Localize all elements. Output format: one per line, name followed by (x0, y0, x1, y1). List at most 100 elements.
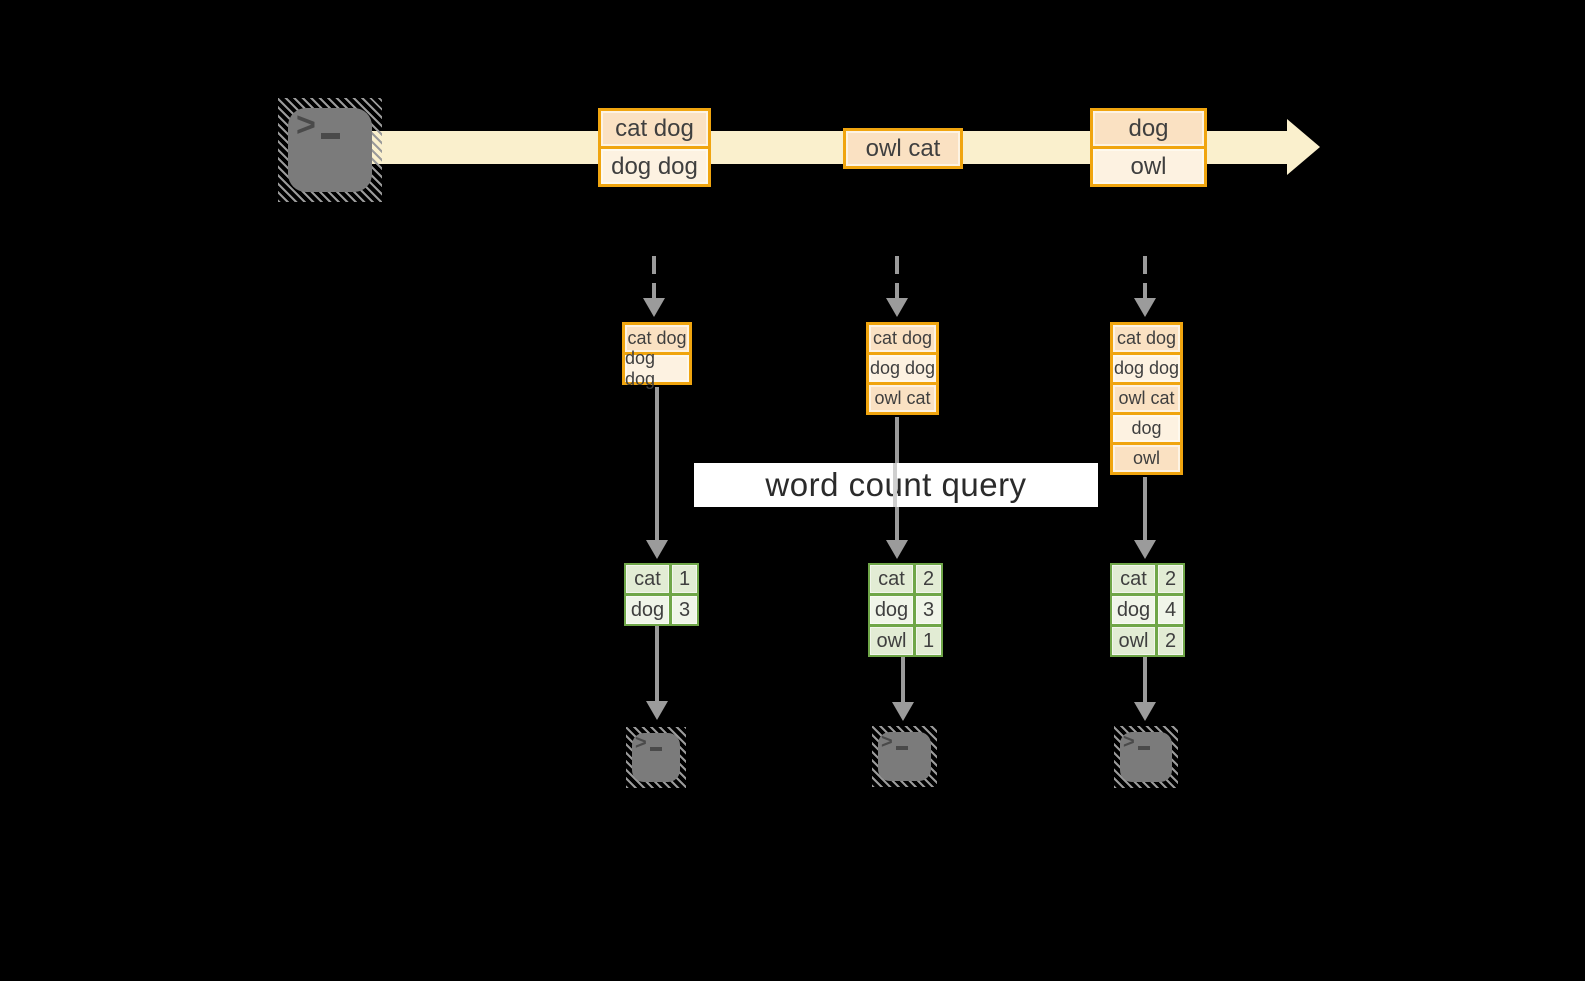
terminal-prompt-icon: > (635, 733, 662, 753)
terminal-body (878, 732, 931, 781)
count-cell: 4 (1158, 596, 1183, 624)
cursor-bar (1137, 746, 1150, 750)
count-text: 1 (678, 567, 691, 590)
buffer-row: dog dog (1110, 352, 1183, 385)
count-table-1: cat 1 dog 3 (624, 563, 699, 626)
buffer-text: dog dog (869, 358, 936, 378)
table-to-sink-arrow (655, 626, 659, 702)
arrowhead-icon (1134, 540, 1156, 559)
stream-to-buffer-arrow (1143, 256, 1147, 298)
arrowhead-icon (643, 298, 665, 317)
terminal-prompt-icon: > (881, 732, 908, 752)
table-to-sink-arrow (1143, 657, 1147, 703)
buffer-row: dog dog (866, 352, 939, 385)
buffer-stack-1: cat dog dog dog (622, 322, 692, 389)
buffer-row: owl cat (1110, 382, 1183, 415)
query-banner: word count query (694, 463, 1098, 507)
terminal-body (288, 108, 372, 192)
terminal-body (632, 733, 680, 782)
count-text: 1 (922, 629, 935, 652)
word-cell: cat (626, 565, 669, 593)
count-table-2: cat 2 dog 3 owl 1 (868, 563, 943, 657)
event-text: cat dog (615, 114, 694, 142)
event-line: dog (1090, 108, 1207, 149)
terminal-prompt-icon: > (296, 108, 340, 142)
count-cell: 1 (916, 627, 941, 655)
count-cell: 2 (1158, 565, 1183, 593)
prompt-chevron: > (881, 731, 893, 753)
event-box-3: dog owl (1090, 108, 1207, 187)
prompt-chevron: > (296, 106, 316, 144)
cursor-bar (895, 746, 908, 750)
word-text: dog (1116, 598, 1151, 621)
count-cell: 1 (672, 565, 697, 593)
event-line: owl cat (843, 128, 963, 169)
count-text: 3 (678, 598, 691, 621)
buffer-text: dog dog (625, 347, 656, 389)
event-text: owl (1130, 152, 1167, 180)
count-text: 4 (1164, 598, 1177, 621)
buffer-row: cat dog (1110, 322, 1183, 355)
event-text: dog (1128, 114, 1169, 142)
word-text: owl (876, 629, 907, 652)
buffer-row: cat dog (866, 322, 939, 355)
word-cell: dog (1112, 596, 1155, 624)
word-cell: owl (1112, 627, 1155, 655)
count-text: 2 (1164, 567, 1177, 590)
stream-arrowhead-icon (1287, 119, 1320, 175)
stream-to-buffer-arrow (652, 256, 656, 298)
count-text: 3 (922, 598, 935, 621)
count-cell: 3 (916, 596, 941, 624)
count-text: 2 (922, 567, 935, 590)
buffer-row: owl cat (866, 382, 939, 415)
buffer-text: dog dog (1113, 358, 1180, 378)
arrow-through-banner (893, 463, 897, 507)
prompt-chevron: > (1123, 731, 1135, 753)
buffer-stack-3: cat dog dog dog owl cat dog owl (1110, 322, 1183, 475)
event-text: owl cat (865, 134, 941, 162)
terminal-body (1120, 732, 1172, 782)
arrowhead-icon (1134, 702, 1156, 721)
cursor-bar (649, 747, 662, 751)
count-text: 2 (1164, 629, 1177, 652)
buffer-text: cat dog (1116, 328, 1177, 348)
word-text: cat (634, 567, 661, 590)
arrowhead-icon (646, 540, 668, 559)
event-line: owl (1090, 146, 1207, 187)
event-line: dog dog (598, 146, 711, 187)
buffer-text: dog (1131, 418, 1162, 438)
arrowhead-icon (1134, 298, 1156, 317)
sink-terminal-icon: > (626, 727, 686, 788)
count-table-3: cat 2 dog 4 owl 2 (1110, 563, 1185, 657)
table-to-sink-arrow (901, 657, 905, 703)
buffer-stack-2: cat dog dog dog owl cat (866, 322, 939, 415)
sink-terminal-icon: > (1114, 726, 1178, 788)
buffer-text: owl (1132, 448, 1160, 468)
word-cell: dog (626, 596, 669, 624)
count-cell: 2 (916, 565, 941, 593)
count-cell: 2 (1158, 627, 1183, 655)
word-cell: cat (1112, 565, 1155, 593)
source-terminal-icon: > (278, 98, 382, 202)
word-cell: dog (870, 596, 913, 624)
word-text: dog (630, 598, 665, 621)
word-text: cat (878, 567, 905, 590)
event-box-2: owl cat (843, 128, 963, 169)
buffer-row: owl (1110, 442, 1183, 475)
word-cell: owl (870, 627, 913, 655)
buffer-text: cat dog (627, 328, 687, 348)
arrowhead-icon (886, 298, 908, 317)
buffer-to-table-arrow (1143, 477, 1147, 541)
buffer-row: dog dog (622, 348, 692, 389)
count-cell: 3 (672, 596, 697, 624)
word-text: cat (1120, 567, 1147, 590)
terminal-prompt-icon: > (1123, 732, 1150, 752)
event-line: cat dog (598, 108, 711, 149)
word-cell: cat (870, 565, 913, 593)
event-box-1: cat dog dog dog (598, 108, 711, 187)
cursor-bar (320, 133, 340, 139)
buffer-to-table-arrow (655, 387, 659, 541)
word-text: dog (874, 598, 909, 621)
stream-to-buffer-arrow (895, 256, 899, 298)
